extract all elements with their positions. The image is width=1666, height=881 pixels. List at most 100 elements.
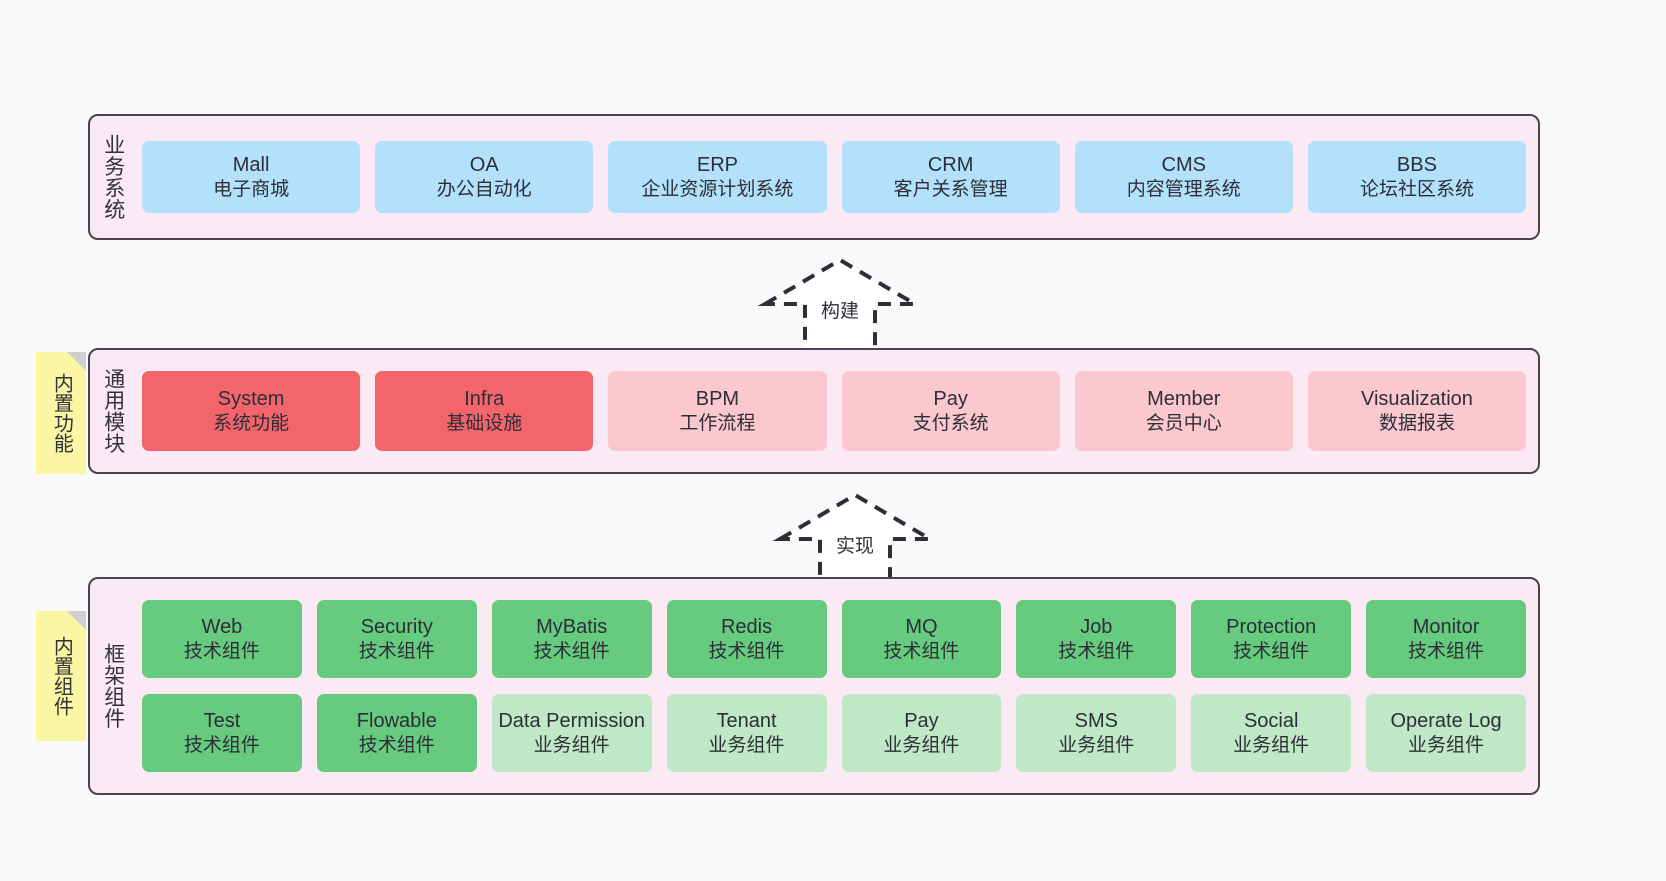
card-operate-log-subtitle: 业务组件 [1408,734,1485,756]
card-member-subtitle: 会员中心 [1145,412,1222,434]
card-mq[interactable]: MQ 技术组件 [841,600,1002,678]
card-visualization-title: Visualization [1360,387,1473,410]
card-crm-title: CRM [927,153,974,176]
card-visualization-subtitle: 数据报表 [1378,412,1455,434]
card-pay-component-title: Pay [904,709,939,732]
note-builtin-features-label: 内置功能 [50,373,73,453]
layer-framework-components-title: 框架组件 [101,643,125,729]
card-web-subtitle: 技术组件 [183,640,260,662]
card-tenant-subtitle: 业务组件 [708,734,785,756]
card-tenant[interactable]: Tenant 业务组件 [666,694,827,772]
card-protection[interactable]: Protection 技术组件 [1191,600,1352,678]
card-test-title: Test [203,709,241,732]
card-tenant-title: Tenant [716,709,777,732]
card-cms-title: CMS [1161,153,1206,176]
common-modules-row: System 系统功能 Infra 基础设施 BPM 工作流程 Pay 支付系统… [142,371,1527,451]
card-crm-subtitle: 客户关系管理 [893,178,1008,200]
card-sms-subtitle: 业务组件 [1058,734,1135,756]
card-erp-subtitle: 企业资源计划系统 [641,178,794,200]
card-pay-component-subtitle: 业务组件 [883,734,960,756]
card-redis-title: Redis [720,615,773,638]
card-member[interactable]: Member 会员中心 [1074,371,1293,451]
note-builtin-features: 内置功能 [36,352,86,474]
card-pay-module-subtitle: 支付系统 [912,412,989,434]
card-security[interactable]: Security 技术组件 [316,600,477,678]
layer-common-modules: 通用模块 System 系统功能 Infra 基础设施 BPM 工作流程 Pay… [88,348,1540,474]
card-erp[interactable]: ERP 企业资源计划系统 [608,141,827,213]
card-data-permission-title: Data Permission [498,709,646,732]
card-sms-title: SMS [1074,709,1118,732]
card-social[interactable]: Social 业务组件 [1191,694,1352,772]
layer-framework-components-body: Web 技术组件 Security 技术组件 MyBatis 技术组件 Redi… [136,579,1538,793]
card-job-subtitle: 技术组件 [1058,640,1135,662]
card-protection-title: Protection [1226,615,1317,638]
framework-tech-row: Web 技术组件 Security 技术组件 MyBatis 技术组件 Redi… [142,600,1526,678]
card-web-title: Web [201,615,243,638]
layer-common-modules-body: System 系统功能 Infra 基础设施 BPM 工作流程 Pay 支付系统… [136,350,1538,472]
layer-business-systems-title: 业务系统 [101,134,125,220]
card-mall[interactable]: Mall 电子商城 [142,141,361,213]
card-mybatis-subtitle: 技术组件 [533,640,610,662]
card-pay-component[interactable]: Pay 业务组件 [841,694,1002,772]
card-mybatis-title: MyBatis [536,615,608,638]
card-mq-subtitle: 技术组件 [883,640,960,662]
note-builtin-components-label: 内置组件 [50,636,73,716]
card-system-subtitle: 系统功能 [213,412,290,434]
note-fold-icon [67,611,86,630]
card-crm[interactable]: CRM 客户关系管理 [841,141,1060,213]
card-job[interactable]: Job 技术组件 [1016,600,1177,678]
card-social-subtitle: 业务组件 [1233,734,1310,756]
card-bpm-subtitle: 工作流程 [679,412,756,434]
card-sms[interactable]: SMS 业务组件 [1016,694,1177,772]
card-web[interactable]: Web 技术组件 [142,600,302,678]
layer-business-systems: 业务系统 Mall 电子商城 OA 办公自动化 ERP 企业资源计划系统 CRM… [88,114,1540,240]
card-security-title: Security [360,615,433,638]
card-infra[interactable]: Infra 基础设施 [375,371,594,451]
card-test-subtitle: 技术组件 [183,734,260,756]
card-operate-log[interactable]: Operate Log 业务组件 [1366,694,1526,772]
card-monitor[interactable]: Monitor 技术组件 [1366,600,1526,678]
card-data-permission[interactable]: Data Permission 业务组件 [491,694,652,772]
card-operate-log-title: Operate Log [1390,709,1502,732]
card-bbs-subtitle: 论坛社区系统 [1359,178,1474,200]
card-system[interactable]: System 系统功能 [142,371,361,451]
connector-build: 构建 [755,252,925,362]
note-builtin-components: 内置组件 [36,611,86,741]
card-system-title: System [217,387,285,410]
card-bbs[interactable]: BBS 论坛社区系统 [1307,141,1527,213]
card-oa[interactable]: OA 办公自动化 [375,141,594,213]
implement-arrow-icon [772,492,938,593]
card-mybatis[interactable]: MyBatis 技术组件 [491,600,652,678]
card-bpm[interactable]: BPM 工作流程 [608,371,827,451]
card-redis-subtitle: 技术组件 [708,640,785,662]
card-pay-module[interactable]: Pay 支付系统 [841,371,1060,451]
business-systems-row: Mall 电子商城 OA 办公自动化 ERP 企业资源计划系统 CRM 客户关系… [142,141,1527,213]
card-flowable[interactable]: Flowable 技术组件 [316,694,477,772]
card-redis[interactable]: Redis 技术组件 [666,600,827,678]
card-monitor-title: Monitor [1412,615,1480,638]
card-flowable-subtitle: 技术组件 [358,734,435,756]
card-oa-title: OA [469,153,499,176]
card-oa-subtitle: 办公自动化 [436,178,532,200]
card-infra-subtitle: 基础设施 [446,412,523,434]
card-job-title: Job [1080,615,1113,638]
card-social-title: Social [1243,709,1299,732]
card-cms[interactable]: CMS 内容管理系统 [1074,141,1293,213]
card-mq-title: MQ [905,615,938,638]
card-member-title: Member [1147,387,1221,410]
card-visualization[interactable]: Visualization 数据报表 [1307,371,1527,451]
card-protection-subtitle: 技术组件 [1233,640,1310,662]
build-arrow-icon [757,257,923,358]
card-test[interactable]: Test 技术组件 [142,694,302,772]
card-bbs-title: BBS [1396,153,1437,176]
card-mall-title: Mall [232,153,270,176]
note-fold-icon [67,352,86,371]
card-flowable-title: Flowable [356,709,437,732]
card-monitor-subtitle: 技术组件 [1408,640,1485,662]
card-infra-title: Infra [464,387,505,410]
card-security-subtitle: 技术组件 [358,640,435,662]
layer-common-modules-title: 通用模块 [101,368,125,454]
card-bpm-title: BPM [695,387,740,410]
card-cms-subtitle: 内容管理系统 [1126,178,1241,200]
